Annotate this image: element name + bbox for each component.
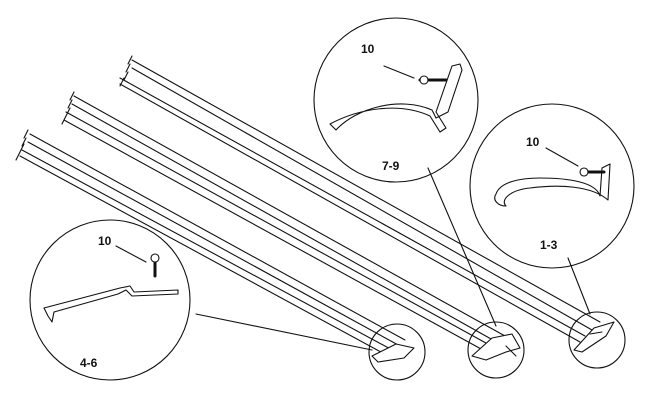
end-detail-circle-left [368, 323, 426, 381]
hardware-label-c: 10 [98, 234, 112, 248]
hardware-label-b: 10 [526, 135, 540, 149]
range-label-a: 7-9 [382, 159, 400, 173]
detail-circle-profile-c [29, 219, 191, 381]
hardware-label-a: 10 [361, 42, 375, 56]
leader-line-c [195, 313, 373, 351]
detail-circle-profile-b [469, 103, 635, 269]
detail-circle-profile-a [313, 17, 479, 183]
range-label-c: 4-6 [80, 356, 98, 370]
range-label-b: 1-3 [540, 238, 558, 252]
end-detail-circle-middle [467, 321, 525, 379]
rail-back [119, 55, 601, 343]
rail-middle [61, 91, 506, 356]
leader-line-b [567, 257, 591, 315]
leader-line-a [427, 167, 497, 327]
rail-front [15, 129, 406, 359]
end-detail-circle-right [568, 311, 626, 369]
